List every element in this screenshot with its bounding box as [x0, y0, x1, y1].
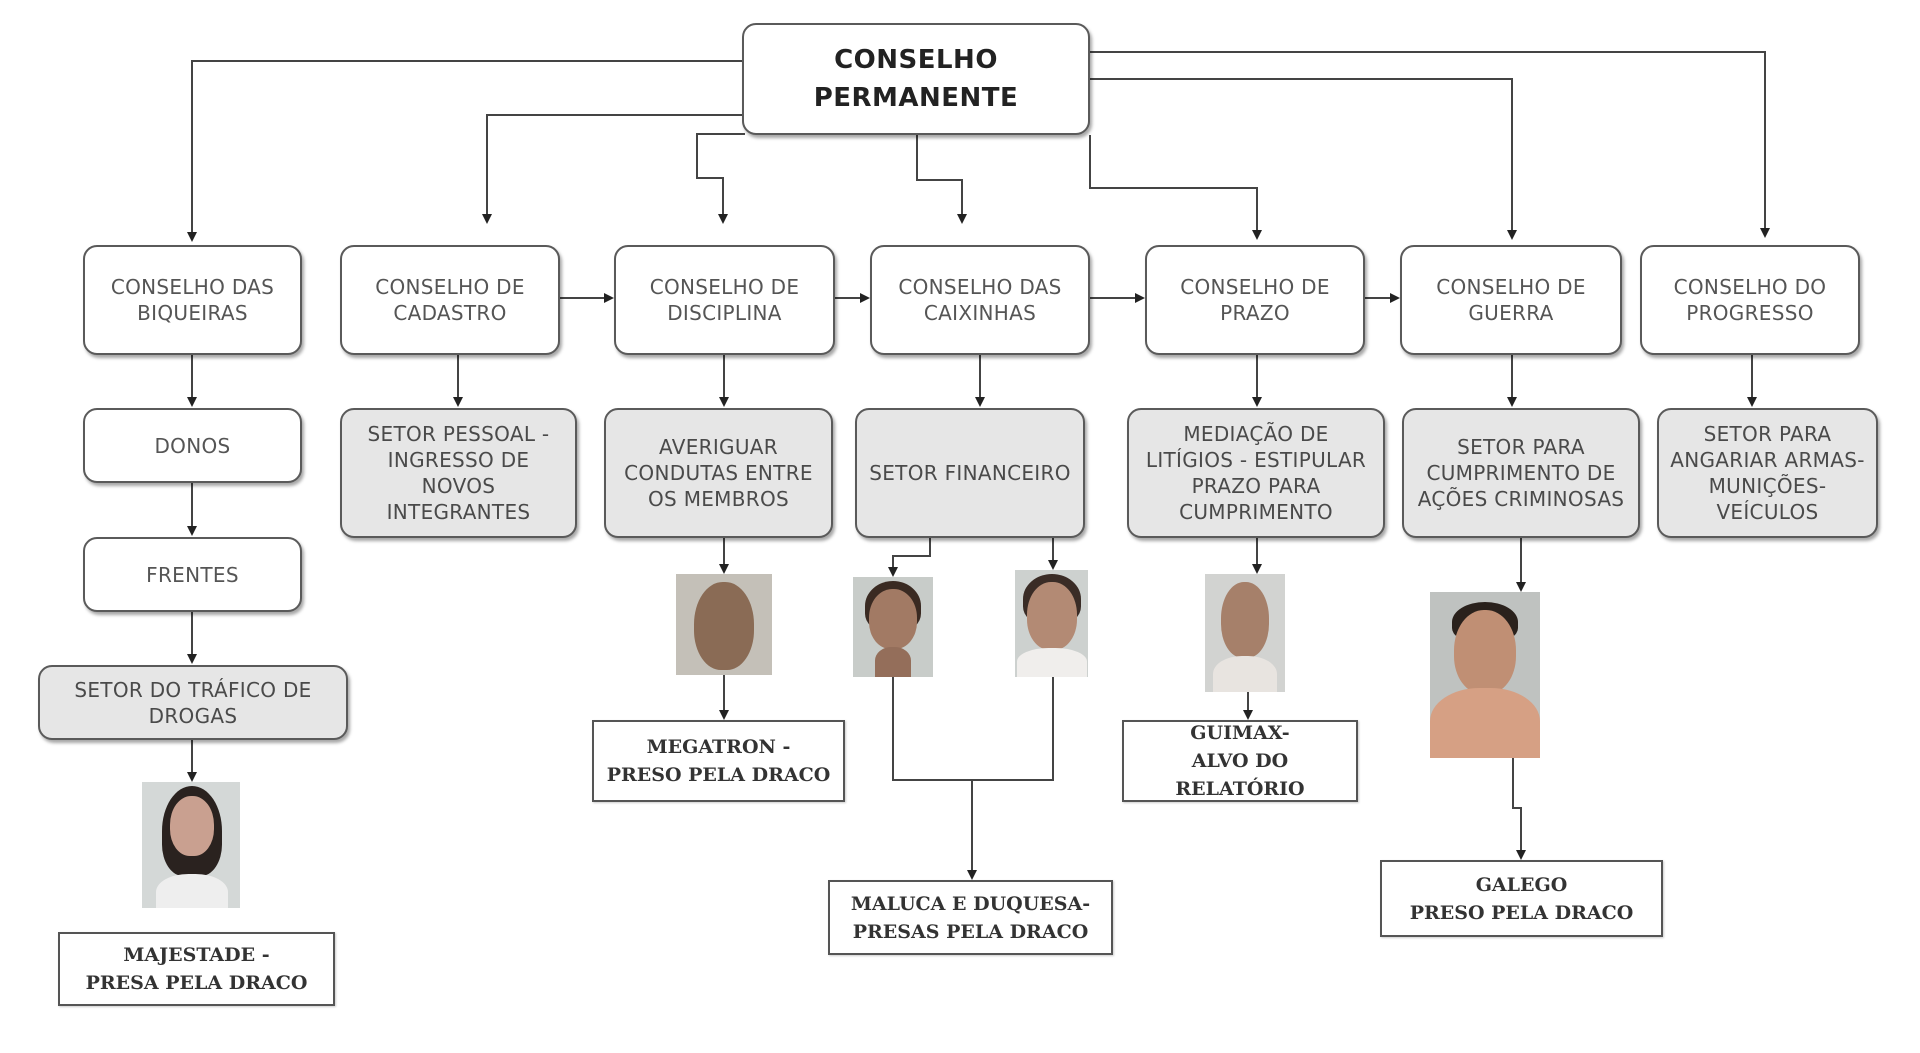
node-label: GALEGO PRESO PELA DRACO	[1409, 873, 1634, 924]
node-label: CONSELHO DAS CAIXINHAS	[898, 275, 1062, 325]
node-label: MEDIAÇÃO DE LITÍGIOS - ESTIPULAR PRAZO P…	[1145, 422, 1367, 524]
photo-galego	[1430, 592, 1540, 758]
node-averiguar-condutas: AVERIGUAR CONDUTAS ENTRE OS MEMBROS	[604, 408, 833, 538]
node-label: CONSELHO DE GUERRA	[1436, 275, 1586, 325]
node-label: CONSELHO PERMANENTE	[813, 45, 1019, 113]
node-label: CONSELHO DO PROGRESSO	[1673, 275, 1827, 325]
node-mediacao-litigios: MEDIAÇÃO DE LITÍGIOS - ESTIPULAR PRAZO P…	[1127, 408, 1385, 538]
node-conselho-prazo: CONSELHO DE PRAZO	[1145, 245, 1365, 355]
photo-maluca	[853, 577, 933, 677]
node-label: CONSELHO DE CADASTRO	[375, 275, 525, 325]
node-conselho-disciplina: CONSELHO DE DISCIPLINA	[614, 245, 835, 355]
label-majestade: MAJESTADE - PRESA PELA DRACO	[58, 932, 335, 1006]
node-label: SETOR DO TRÁFICO DE DROGAS	[74, 677, 312, 728]
edge-root-progresso	[1090, 51, 1770, 238]
node-label: SETOR FINANCEIRO	[869, 461, 1071, 485]
edge-financeiro-maluca	[888, 538, 931, 577]
node-conselho-caixinhas: CONSELHO DAS CAIXINHAS	[870, 245, 1090, 355]
node-setor-angariar: SETOR PARA ANGARIAR ARMAS- MUNIÇÕES- VEÍ…	[1657, 408, 1878, 538]
label-galego: GALEGO PRESO PELA DRACO	[1380, 860, 1663, 937]
node-label: FRENTES	[146, 562, 239, 587]
photo-majestade	[142, 782, 240, 908]
edge-root-cadastro	[482, 114, 745, 224]
edge-root-prazo	[1089, 135, 1262, 240]
edge-root-disciplina	[696, 133, 745, 224]
node-conselho-biqueiras: CONSELHO DAS BIQUEIRAS	[83, 245, 302, 355]
edge-maluca-join	[892, 677, 1054, 781]
node-label: CONSELHO DE DISCIPLINA	[649, 275, 800, 325]
node-setor-cumprimento: SETOR PARA CUMPRIMENTO DE AÇÕES CRIMINOS…	[1402, 408, 1640, 538]
node-setor-financeiro: SETOR FINANCEIRO	[855, 408, 1085, 538]
edge-root-caixinhas	[916, 135, 967, 224]
node-conselho-cadastro: CONSELHO DE CADASTRO	[340, 245, 560, 355]
node-conselho-progresso: CONSELHO DO PROGRESSO	[1640, 245, 1860, 355]
node-label: MAJESTADE - PRESA PELA DRACO	[85, 944, 308, 994]
node-label: CONSELHO DAS BIQUEIRAS	[110, 275, 275, 325]
node-donos: DONOS	[83, 408, 302, 483]
node-label: MEGATRON - PRESO PELA DRACO	[606, 736, 831, 786]
node-frentes: FRENTES	[83, 537, 302, 612]
node-label: MALUCA E DUQUESA- PRESAS PELA DRACO	[850, 892, 1091, 943]
photo-megatron	[676, 574, 772, 675]
node-label: AVERIGUAR CONDUTAS ENTRE OS MEMBROS	[624, 435, 813, 511]
node-label: SETOR PARA ANGARIAR ARMAS- MUNIÇÕES- VEÍ…	[1670, 422, 1865, 524]
photo-guimax	[1205, 574, 1285, 692]
node-label: DONOS	[154, 433, 231, 458]
node-conselho-permanente: CONSELHO PERMANENTE	[742, 23, 1090, 135]
photo-duquesa	[1015, 570, 1088, 677]
label-megatron: MEGATRON - PRESO PELA DRACO	[592, 720, 845, 802]
node-conselho-guerra: CONSELHO DE GUERRA	[1400, 245, 1622, 355]
edge-galego-label	[1512, 758, 1526, 860]
node-setor-pessoal: SETOR PESSOAL - INGRESSO DE NOVOS INTEGR…	[340, 408, 577, 538]
node-label: SETOR PESSOAL - INGRESSO DE NOVOS INTEGR…	[367, 422, 550, 524]
edge-root-guerra	[1090, 78, 1517, 240]
node-label: SETOR PARA CUMPRIMENTO DE AÇÕES CRIMINOS…	[1417, 435, 1625, 511]
label-guimax: GUIMAX- ALVO DO RELATÓRIO	[1122, 720, 1358, 802]
edge-root-biqueiras	[187, 60, 745, 242]
node-label: GUIMAX- ALVO DO RELATÓRIO	[1175, 722, 1305, 800]
node-label: CONSELHO DE PRAZO	[1180, 275, 1330, 325]
node-setor-trafico: SETOR DO TRÁFICO DE DROGAS	[38, 665, 348, 740]
label-maluca-duquesa: MALUCA E DUQUESA- PRESAS PELA DRACO	[828, 880, 1113, 955]
